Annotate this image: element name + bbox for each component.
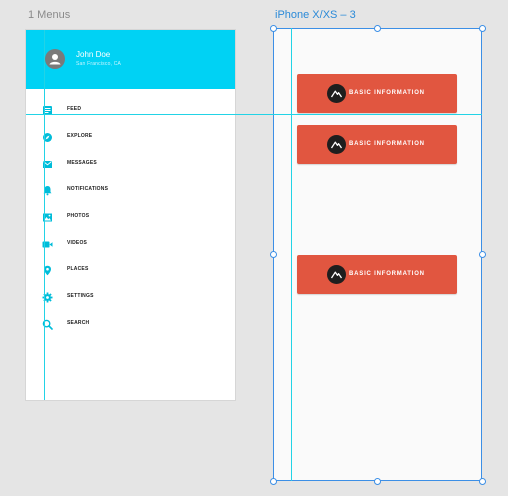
basic-information-button[interactable]: BASIC INFORMATION [297,74,457,113]
menu-item-videos[interactable]: VIDEOS [42,237,222,251]
menu-item-messages[interactable]: MESSAGES [42,157,222,171]
user-icon [49,54,61,65]
resize-handle-bottom[interactable] [374,478,381,485]
resize-handle-right[interactable] [479,251,486,258]
bell-icon [43,185,52,195]
profile-subtitle: San Francisco, CA [76,61,122,67]
artboard-label-iphone[interactable]: iPhone X/XS – 3 [275,9,356,21]
search-icon [42,319,53,330]
button-label: BASIC INFORMATION [349,90,425,96]
menu-item-label: MESSAGES [67,160,97,166]
menu-item-label: EXPLORE [67,133,93,139]
basic-information-button[interactable]: BASIC INFORMATION [297,125,457,164]
menu-item-label: PLACES [67,266,89,272]
avatar[interactable] [45,49,65,69]
menu-item-label: VIDEOS [67,240,88,246]
gear-icon [42,292,53,302]
basic-information-button[interactable]: BASIC INFORMATION [297,255,457,294]
menu-item-places[interactable]: PLACES [42,263,222,277]
resize-handle-top-left[interactable] [270,25,277,32]
map-pin-icon [44,265,51,275]
feed-icon [43,105,52,115]
menu-item-settings[interactable]: SETTINGS [42,290,222,304]
profile-header: John Doe San Francisco, CA [26,30,235,89]
vertical-guide [44,30,45,400]
menu-item-label: PHOTOS [67,213,90,219]
vertical-guide [291,28,292,481]
iphone-artboard[interactable]: BASIC INFORMATION BASIC INFORMATION BASI… [273,28,482,481]
menu-item-label: FEED [67,106,82,112]
menus-artboard[interactable]: John Doe San Francisco, CA FEED EXPLORE … [26,30,235,400]
button-label: BASIC INFORMATION [349,271,425,277]
menu-item-explore[interactable]: EXPLORE [42,130,222,144]
artboard-label-menus[interactable]: 1 Menus [28,9,71,21]
menu-item-feed[interactable]: FEED [42,103,222,117]
menu-item-label: NOTIFICATIONS [67,186,109,192]
menu-item-label: SETTINGS [67,293,94,299]
resize-handle-left[interactable] [270,251,277,258]
resize-handle-bottom-left[interactable] [270,478,277,485]
profile-name: John Doe [76,50,111,59]
menu-item-notifications[interactable]: NOTIFICATIONS [42,183,222,197]
resize-handle-bottom-right[interactable] [479,478,486,485]
logo-badge [327,84,346,103]
image-icon [43,213,52,221]
mountain-logo-icon [330,141,343,149]
button-label: BASIC INFORMATION [349,141,425,147]
logo-badge [327,135,346,154]
menu-item-search[interactable]: SEARCH [42,317,222,331]
menu-item-label: SEARCH [67,320,90,326]
compass-icon [43,132,52,142]
resize-handle-top-right[interactable] [479,25,486,32]
horizontal-guide [26,114,482,115]
resize-handle-top[interactable] [374,25,381,32]
mountain-logo-icon [330,271,343,279]
mountain-logo-icon [330,90,343,98]
logo-badge [327,265,346,284]
menu-item-photos[interactable]: PHOTOS [42,210,222,224]
